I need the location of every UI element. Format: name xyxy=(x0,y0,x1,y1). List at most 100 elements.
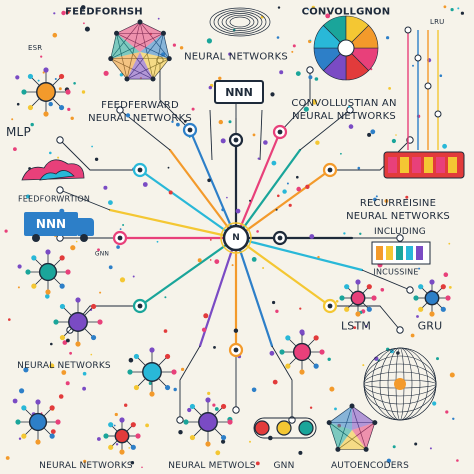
star-bottom-mid-tip xyxy=(130,444,136,450)
mesh-top-left-vertex xyxy=(166,56,172,62)
confetti-dot xyxy=(58,394,64,399)
gnn-chain-node xyxy=(298,420,314,436)
confetti-dot xyxy=(386,458,392,463)
mesh-top-left-vertex xyxy=(137,19,143,25)
star-mlp-tip xyxy=(58,73,65,80)
recurrent-block-cell xyxy=(424,157,433,173)
confetti-dot xyxy=(114,412,118,417)
mesh-bottom-right-vertex xyxy=(326,420,332,426)
star-bottom-left-tip xyxy=(49,405,55,411)
confetti-dot xyxy=(65,9,70,14)
star-center-right-tip xyxy=(285,335,291,341)
star-center-right-tip xyxy=(299,329,305,335)
truck-cab-icon xyxy=(78,218,94,236)
star-gru-tip xyxy=(413,295,419,301)
mesh-bottom-right-vertex xyxy=(335,446,341,452)
confetti-dot xyxy=(207,178,211,183)
star-bottom-center-core xyxy=(198,412,218,432)
mesh-top-left-vertex xyxy=(124,76,130,82)
confetti-dot xyxy=(249,440,251,443)
confetti-dot xyxy=(277,194,280,198)
confetti-dot xyxy=(37,79,40,82)
confetti-dot xyxy=(432,401,437,406)
star-bottom-mid-core xyxy=(114,428,130,444)
trace-node xyxy=(176,416,184,424)
confetti-dot xyxy=(108,265,113,270)
spoke-line xyxy=(138,236,238,308)
star-left-mid-tip xyxy=(65,269,71,275)
confetti-dot xyxy=(132,275,135,278)
confetti-dot xyxy=(276,36,280,39)
confetti-dot xyxy=(445,410,449,414)
trace-line xyxy=(330,139,411,171)
confetti-dot xyxy=(334,407,337,411)
star-bottom-mid-tip xyxy=(119,417,125,423)
confetti-dot xyxy=(18,437,22,440)
star-bottom-center-tip xyxy=(205,441,211,447)
star-mlp-core xyxy=(36,82,56,102)
confetti-dot xyxy=(367,132,372,137)
confetti-dot xyxy=(395,134,397,136)
confetti-dot xyxy=(249,199,251,202)
star-center-right-core xyxy=(292,342,312,362)
confetti-dot xyxy=(97,437,101,441)
trace-line xyxy=(279,70,311,133)
confetti-dot xyxy=(275,309,279,313)
label-feedforward-nn: FEEDFERWARD NEURAL NETWORKS xyxy=(88,100,192,124)
confetti-dot xyxy=(8,318,11,321)
star-bottom-center-tip xyxy=(220,434,227,441)
trace-node xyxy=(396,326,404,334)
label-gnn-small: GNN xyxy=(94,250,110,258)
confetti-dot xyxy=(405,195,409,199)
confetti-dot xyxy=(157,17,160,20)
confetti-dot xyxy=(13,147,17,152)
confetti-dot xyxy=(66,338,70,343)
confetti-dot xyxy=(30,122,34,127)
confetti-dot xyxy=(286,182,289,185)
network-icons xyxy=(15,7,465,455)
confetti-dot xyxy=(206,38,212,44)
brain-icon xyxy=(217,11,263,33)
confetti-dot xyxy=(307,8,310,11)
decorative-dots xyxy=(4,5,464,469)
confetti-dot xyxy=(17,286,20,289)
mesh-bottom-right-facet xyxy=(352,406,375,430)
center-node-ring xyxy=(220,222,252,254)
confetti-dot xyxy=(391,138,396,144)
confetti-dot xyxy=(412,64,414,67)
confetti-dot xyxy=(45,294,50,299)
confetti-dot xyxy=(57,156,60,159)
confetti-dot xyxy=(255,461,260,466)
confetti-dot xyxy=(384,199,389,203)
confetti-dot xyxy=(311,5,315,10)
confetti-dot xyxy=(58,87,62,91)
recurrent-block-cell xyxy=(412,157,421,173)
gnn-chain-node xyxy=(254,420,270,436)
confetti-dot xyxy=(277,6,281,9)
confetti-dot xyxy=(327,357,331,361)
trace-line xyxy=(259,109,263,161)
label-gnn-bottom: GNN xyxy=(273,461,295,471)
brain-icon xyxy=(225,14,255,30)
trace-line xyxy=(361,269,411,291)
gnn-chain-frame xyxy=(253,417,317,439)
confetti-dot xyxy=(457,7,460,10)
confetti-dot xyxy=(340,152,342,155)
star-bottom-mid-tip xyxy=(108,422,114,428)
confetti-dot xyxy=(450,8,454,12)
label-neural-networks-top: NEURAL NETWORKS xyxy=(184,51,288,63)
confetti-dot xyxy=(212,403,216,407)
confetti-dot xyxy=(53,12,56,15)
confetti-dot xyxy=(94,157,99,161)
color-wheel-icon xyxy=(345,24,379,49)
star-lstm-tip xyxy=(344,284,350,290)
confetti-dot xyxy=(11,118,14,121)
star-bottom-left-tip xyxy=(49,433,55,439)
star-center-left-tip xyxy=(133,384,140,391)
confetti-dot xyxy=(209,259,212,261)
confetti-dot xyxy=(128,357,134,363)
trace-line xyxy=(271,345,293,420)
spoke-node-core xyxy=(233,347,239,353)
confetti-dot xyxy=(262,267,265,269)
